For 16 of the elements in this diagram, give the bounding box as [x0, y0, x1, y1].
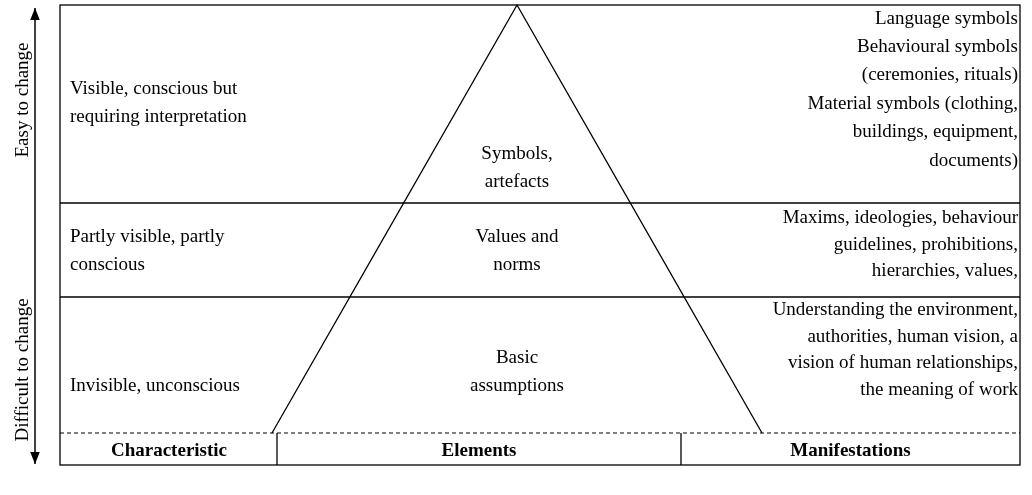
column-header: Elements: [440, 438, 518, 462]
pyramid-layer-label: Values and norms: [474, 224, 560, 277]
table-text: Invisible, unconscious: [70, 373, 241, 397]
pyramid-layer-label: Symbols, artefacts: [480, 141, 554, 194]
table-text: Visible, conscious but requiring interpretation: [70, 76, 248, 129]
table-text: Behavioural symbols (ceremonies, rituals): [856, 34, 1018, 87]
table-text: Language symbols: [874, 6, 1018, 30]
table-text: Material symbols (clothing, buildings, equipment, documents): [806, 91, 1018, 172]
table-text: Understanding the environment, authorities, human vision, a vision of human relationships, the meaning of work: [771, 297, 1018, 401]
column-header: Characteristic: [109, 438, 229, 462]
table-text: Maxims, ideologies, behaviour guidelines, prohibitions, hierarchies, values,: [781, 205, 1018, 282]
table-text: Partly visible, partly conscious: [70, 224, 226, 277]
axis-label: Easy to change: [11, 42, 33, 158]
pyramid-layer-label: Basic assumptions: [469, 345, 565, 398]
column-header: Manifestations: [789, 438, 912, 462]
axis-label: Difficult to change: [11, 298, 33, 442]
